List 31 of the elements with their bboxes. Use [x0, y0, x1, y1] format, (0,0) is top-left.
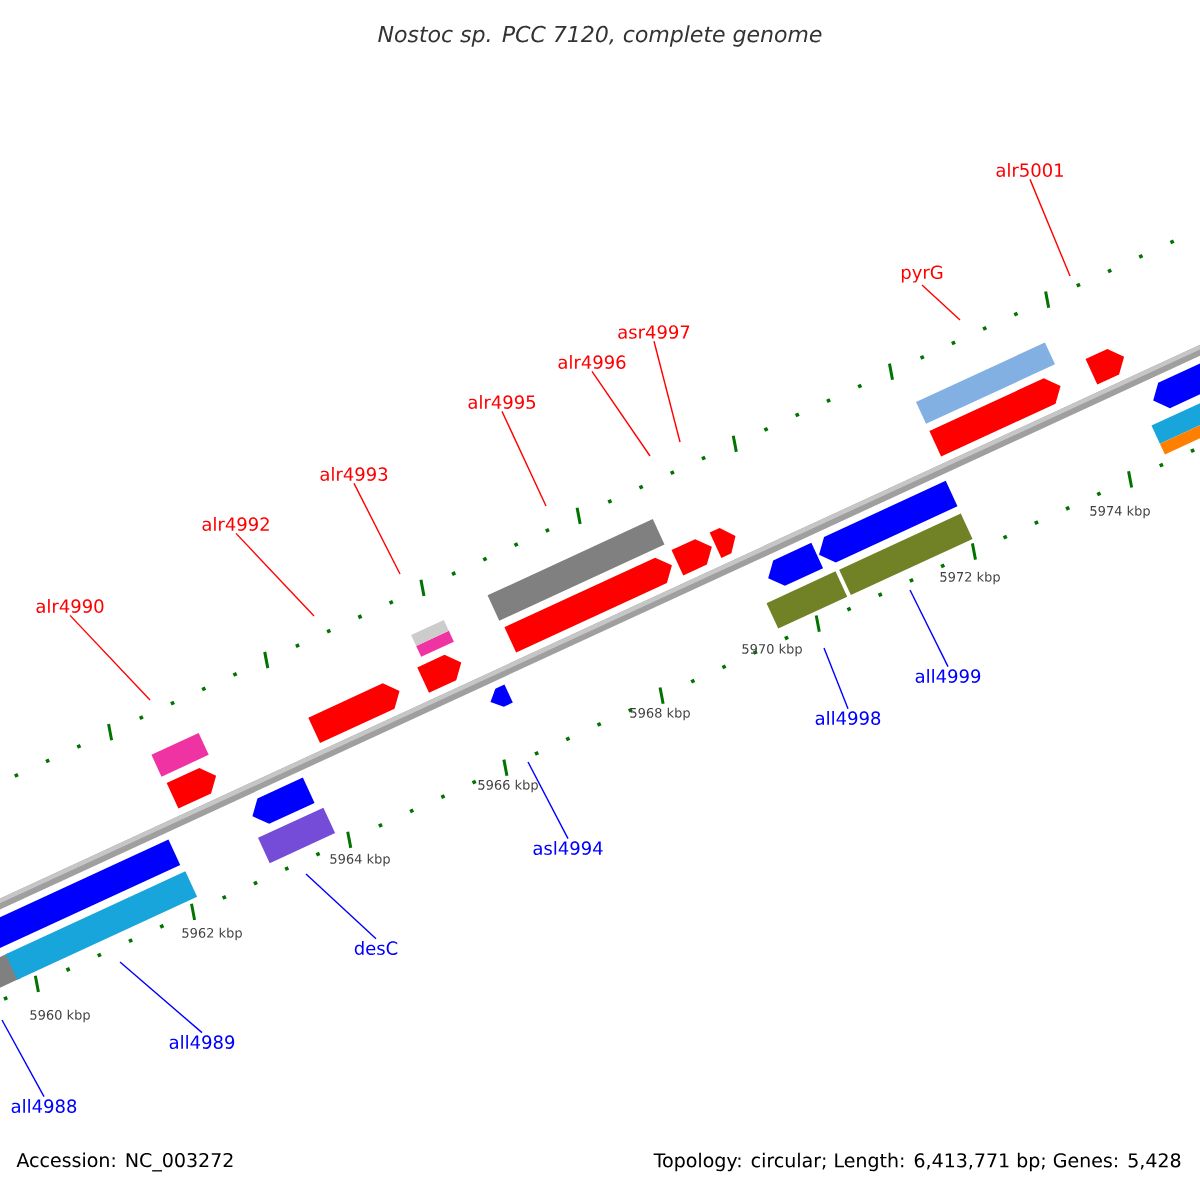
gene-label: all4999 [915, 669, 981, 683]
title: Nostoc sp. PCC 7120, complete genome [378, 25, 822, 47]
leader-line [653, 340, 681, 443]
leader-line [921, 284, 961, 321]
gene-label: all4998 [815, 711, 881, 725]
leader-line [353, 482, 401, 575]
leader-line [527, 761, 569, 840]
leader-line [69, 614, 151, 701]
leader-line [305, 873, 377, 940]
gene-label: all4989 [169, 1035, 235, 1049]
leader-line [909, 589, 949, 668]
gene-label: alr4995 [468, 395, 536, 409]
leader-line [823, 647, 849, 710]
gene-label: alr5001 [996, 163, 1063, 177]
genome-info-label: Topology: circular; Length: 6,413,771 bp; Genes: 5,428 [653, 1152, 1181, 1172]
leader-line [235, 532, 315, 617]
leader-line [501, 410, 547, 507]
leader-line [1, 1019, 45, 1098]
gene-label: all4988 [11, 1099, 77, 1113]
gene-label: alr4990 [36, 599, 104, 613]
gene-label: alr4996 [558, 355, 626, 369]
gene-label: asl4994 [533, 841, 603, 855]
accession-label: Accession: NC_003272 [16, 1152, 233, 1172]
leader-line [591, 370, 651, 457]
gene-label: asr4997 [618, 325, 690, 339]
gene-label: pyrG [901, 265, 943, 283]
gene-label: alr4992 [202, 517, 269, 531]
gene-label: alr4993 [320, 467, 388, 481]
leader-line [119, 961, 203, 1034]
gene-label: desC [354, 941, 398, 955]
leader-line [1029, 178, 1071, 277]
